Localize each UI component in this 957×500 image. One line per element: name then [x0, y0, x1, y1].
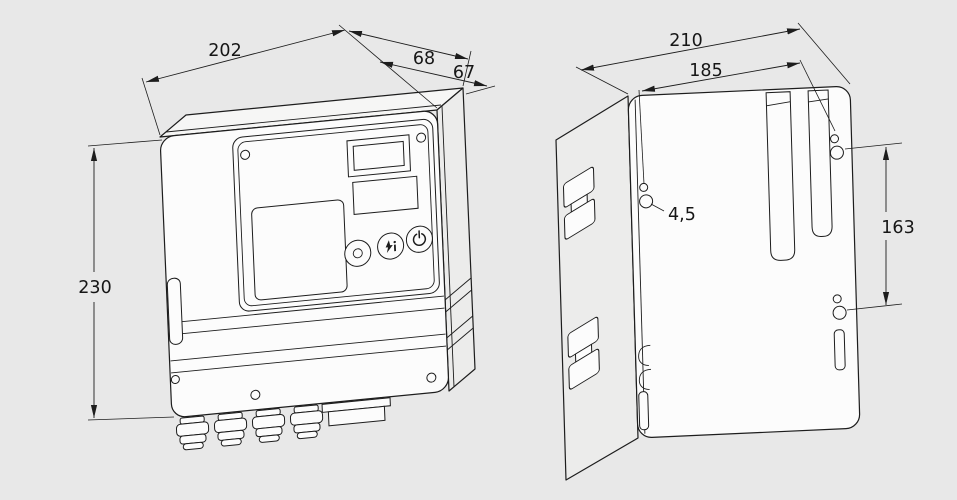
- cable-gland: [251, 408, 286, 443]
- dimension-label-185: 185: [689, 61, 722, 81]
- dimension-67: 67: [379, 61, 496, 95]
- lightning-icon: [385, 240, 393, 253]
- side-label-slot: [166, 277, 184, 345]
- housing-screw: [170, 374, 180, 385]
- power-icon: [412, 230, 427, 246]
- info-button: [377, 232, 405, 260]
- dimension-label-230: 230: [78, 278, 111, 298]
- mounting-hole-top-left: [639, 182, 654, 209]
- dimension-label-202: 202: [208, 41, 241, 61]
- mounting-clip-upper: [562, 166, 596, 240]
- door-screw: [240, 149, 251, 160]
- cable-gland: [213, 411, 248, 447]
- dimension-label-163: 163: [881, 218, 914, 238]
- dimension-230: 230: [78, 139, 175, 421]
- type-label-window: [352, 175, 419, 216]
- side-seam-line: [444, 277, 472, 301]
- door-edge-line: [441, 105, 455, 388]
- info-icon: [393, 244, 397, 252]
- wall-edge-line: [634, 99, 646, 434]
- reset-button: [344, 239, 372, 267]
- control-panel-inner-frame: [237, 124, 435, 307]
- power-button: [405, 225, 433, 253]
- dimension-185: 185: [638, 59, 836, 185]
- dimension-210: 210: [575, 22, 851, 95]
- cable-gland: [289, 404, 324, 440]
- dimension-label-210: 210: [669, 31, 702, 51]
- vent-slot: [833, 329, 846, 371]
- dimension-label-4-5: 4,5: [668, 205, 696, 225]
- info-icon-dot: [393, 240, 396, 244]
- side-seam-line: [446, 327, 474, 351]
- mounting-hole-top-right: [829, 134, 844, 160]
- cover-screw: [426, 372, 437, 383]
- dimension-163: 163: [844, 142, 915, 311]
- cable-channel: [765, 91, 796, 261]
- vent-slot: [638, 391, 650, 431]
- door-edge-line: [165, 104, 442, 133]
- lcd-display: [352, 140, 405, 171]
- conduit-flange: [321, 397, 391, 427]
- mounting-clip-lower: [567, 316, 600, 390]
- dimension-label-68: 68: [413, 49, 435, 69]
- mounting-hole-bottom-right: [832, 294, 847, 320]
- dimension-label-67: 67: [453, 63, 475, 83]
- cable-gland: [175, 415, 210, 451]
- side-seam-line: [446, 315, 473, 339]
- callout-hole-diameter: 4,5: [650, 203, 696, 225]
- side-clips: [562, 166, 600, 390]
- rear-device-side-face: [555, 95, 639, 481]
- reset-button-icon: [352, 248, 363, 259]
- door-screw: [416, 132, 427, 143]
- main-display-window: [251, 199, 348, 301]
- rear-view: 210 185 4,5 163: [555, 22, 915, 481]
- control-panel: [232, 118, 440, 312]
- device-front-face: [159, 110, 450, 451]
- housing-seam-line: [171, 345, 447, 374]
- cable-channel: [807, 89, 833, 237]
- side-seam-line: [445, 289, 472, 313]
- rear-face: [627, 86, 861, 438]
- housing-seam-line: [168, 295, 444, 324]
- housing-seam-line: [169, 307, 445, 336]
- retaining-hook: [638, 368, 652, 390]
- housing-seam-line: [170, 333, 446, 362]
- retaining-hook: [638, 344, 651, 366]
- cover-screw: [250, 389, 261, 400]
- front-perspective-view: 202 68 67 230: [78, 24, 496, 451]
